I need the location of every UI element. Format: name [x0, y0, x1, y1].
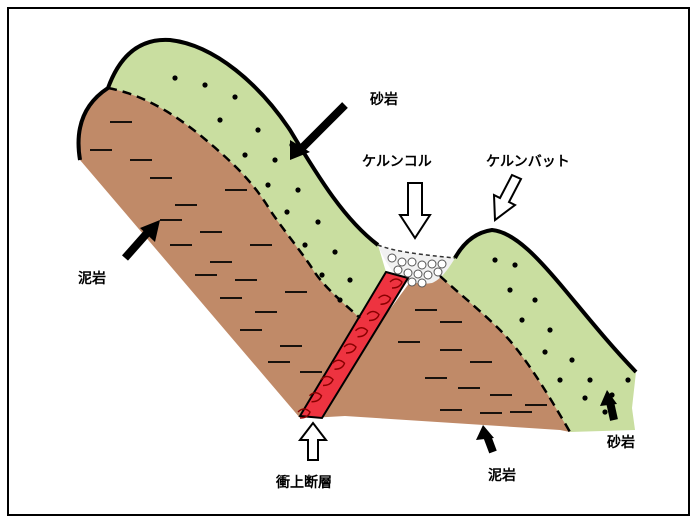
- arrow-mudstone-right: [476, 425, 497, 454]
- sandstone-top-surface-left: [76, 37, 380, 247]
- sandstone-right: [440, 230, 636, 432]
- label-sandstone-top: 砂岩: [369, 91, 398, 108]
- mudstone-dash-marks: [90, 121, 547, 414]
- arrow-kerun-butt: [492, 173, 523, 222]
- fault-squiggles: [297, 278, 403, 419]
- label-thrust-fault: 衝上断層: [275, 474, 332, 491]
- arrow-kerun-col: [398, 182, 432, 240]
- label-mudstone-left: 泥岩: [78, 270, 106, 287]
- label-sandstone-right: 砂岩: [606, 434, 635, 451]
- label-kerun-butt: ケルンバット: [486, 154, 570, 170]
- gravel-pebbles: [387, 253, 447, 288]
- mudstone-right: [310, 276, 570, 432]
- arrow-sandstone-top: [290, 102, 348, 160]
- label-mudstone-right: 泥岩: [488, 467, 516, 484]
- label-kerun-col: ケルンコル: [362, 154, 432, 170]
- arrow-thrust-fault: [297, 421, 329, 461]
- arrow-mudstone-left: [122, 220, 160, 261]
- sandstone-top-surface-right: [453, 227, 638, 374]
- mudstone-left: [78, 88, 382, 418]
- contact-left-dashed: [107, 86, 361, 319]
- arrow-sandstone-right: [600, 390, 618, 421]
- sandstone-left: [108, 39, 386, 318]
